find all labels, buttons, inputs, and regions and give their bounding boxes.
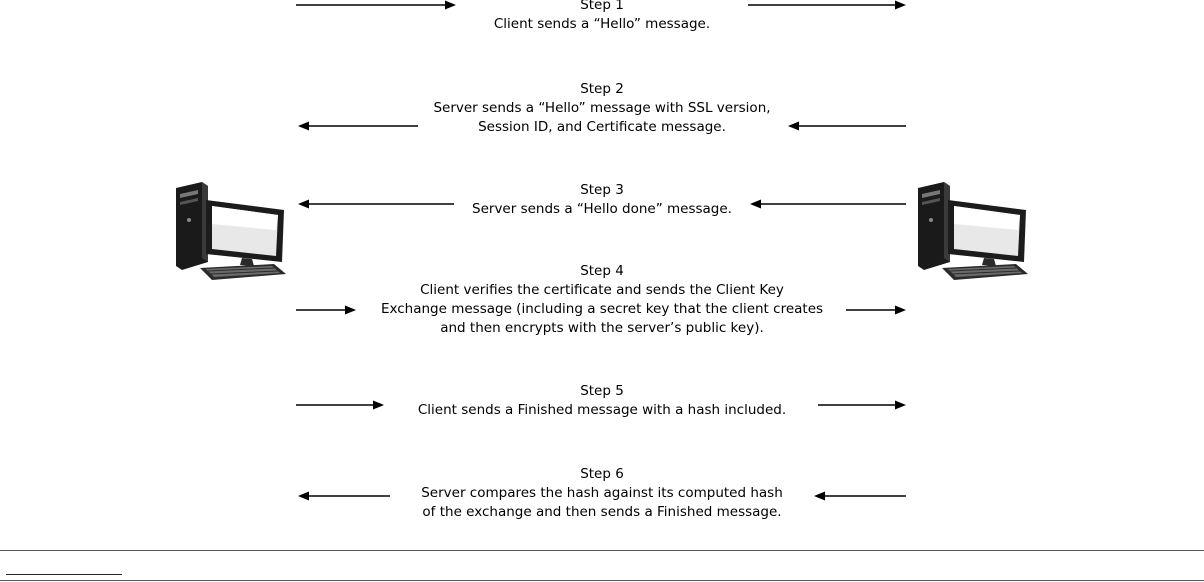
step-description: Server sends a “Hello” message with SSL …	[433, 100, 771, 116]
step-title: Step 2	[580, 81, 624, 97]
footnote-rule	[6, 574, 122, 575]
step-description: of the exchange and then sends a Finishe…	[422, 504, 782, 520]
server-computer-icon	[908, 180, 1032, 284]
step-description: Exchange message (including a secret key…	[380, 301, 824, 317]
divider-line	[0, 550, 1204, 551]
step-2-arrow-left-segment	[298, 121, 418, 131]
step-3-arrow-left-segment	[298, 199, 454, 209]
step-description: and then encrypts with the server’s publ…	[440, 320, 764, 336]
step-description: Server sends a “Hello done” message.	[472, 201, 732, 217]
step-4-arrow-right-segment	[846, 305, 906, 315]
step-title: Step 3	[580, 182, 624, 198]
step-1-arrow-left-segment	[296, 0, 456, 10]
step-description: Client sends a Finished message with a h…	[417, 402, 787, 418]
divider-line	[0, 580, 1204, 581]
step-title: Step 4	[580, 263, 624, 279]
step-6-label: Step 6 Server compares the hash against …	[360, 465, 844, 522]
step-3-label: Step 3 Server sends a “Hello done” messa…	[360, 181, 844, 219]
step-1-arrow-right-segment	[748, 0, 906, 10]
step-description: Client sends a “Hello” message.	[493, 16, 711, 32]
step-6-arrow-right-segment	[814, 491, 906, 501]
step-1-label: Step 1 Client sends a “Hello” message.	[360, 0, 844, 34]
step-description: Server compares the hash against its com…	[421, 485, 783, 501]
step-5-arrow-left-segment	[296, 400, 384, 410]
step-2-label: Step 2 Server sends a “Hello” message wi…	[360, 80, 844, 137]
step-3-arrow-right-segment	[750, 199, 906, 209]
step-4-arrow-left-segment	[296, 305, 356, 315]
step-2-arrow-right-segment	[788, 121, 906, 131]
step-5-label: Step 5 Client sends a Finished message w…	[360, 382, 844, 420]
step-title: Step 1	[580, 0, 624, 13]
step-description: Session ID, and Certificate message.	[478, 119, 726, 135]
step-4-label: Step 4 Client verifies the certificate a…	[360, 262, 844, 338]
step-description: Client verifies the certificate and send…	[420, 282, 784, 298]
step-title: Step 5	[580, 383, 624, 399]
step-5-arrow-right-segment	[818, 400, 906, 410]
step-title: Step 6	[580, 466, 624, 482]
client-computer-icon	[166, 180, 290, 284]
step-6-arrow-left-segment	[298, 491, 390, 501]
